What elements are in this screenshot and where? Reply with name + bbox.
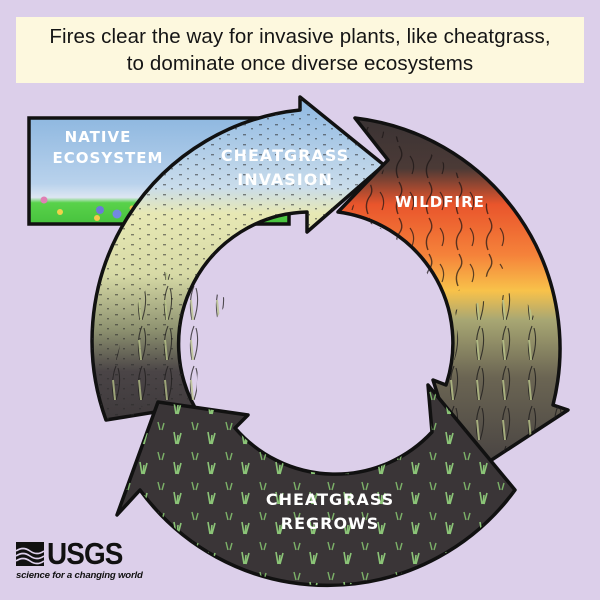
- title-line-2: to dominate once diverse ecosystems: [126, 52, 474, 75]
- wildfire-label: WILDFIRE: [395, 193, 485, 211]
- cheatgrass-invasion-label-2: INVASION: [237, 170, 333, 189]
- native-ecosystem-label-2: ECOSYSTEM: [53, 149, 164, 167]
- title-banner: Fires clear the way for invasive plants,…: [16, 17, 584, 83]
- usgs-wave-icon: [16, 542, 44, 566]
- cheatgrass-invasion-arrow: [90, 95, 386, 422]
- cheatgrass-regrows-label-2: REGROWS: [281, 514, 379, 533]
- cheatgrass-invasion-label-1: CHEATGRASS: [221, 146, 349, 165]
- usgs-logo: USGS science for a changing world: [16, 536, 143, 581]
- usgs-tagline: science for a changing world: [16, 570, 143, 581]
- wildflowers-icon: [40, 196, 135, 221]
- cheatgrass-regrows-arrow: [115, 383, 517, 588]
- native-ecosystem-label-1: NATIVE: [65, 128, 132, 146]
- title-line-1: Fires clear the way for invasive plants,…: [49, 25, 551, 48]
- cheatgrass-regrows-label-1: CHEATGRASS: [266, 490, 394, 509]
- usgs-wordmark: USGS: [47, 536, 123, 571]
